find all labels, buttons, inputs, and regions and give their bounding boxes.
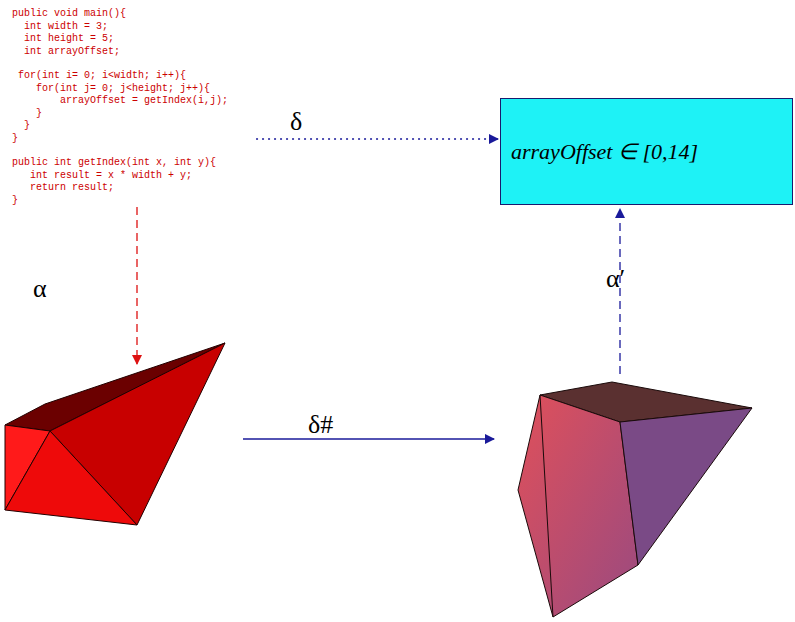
code-block: public void main(){ int width = 3; int h… [12, 8, 228, 207]
code-line: } [12, 108, 228, 121]
code-line: } [12, 195, 228, 208]
alpha-label: α [33, 276, 47, 302]
abstract-transfer-arrow [243, 438, 494, 439]
purple-polyhedron [518, 382, 752, 617]
code-line: int width = 3; [12, 21, 228, 34]
code-line: return result; [12, 182, 228, 195]
code-line: int result = x * width + y; [12, 170, 228, 183]
code-line: public int getIndex(int x, int y){ [12, 157, 228, 170]
abstract-transfer-label: δ# [308, 412, 333, 438]
red-polyhedron [5, 343, 225, 525]
concretize-label: α′ [606, 266, 625, 292]
code-line: arrayOffset = getIndex(i,j); [12, 95, 228, 108]
code-line: for(int j= 0; j<height; j++){ [12, 83, 228, 96]
edge-label: δ [288, 109, 304, 135]
code-line: int arrayOffset; [12, 46, 228, 59]
box-label: arrayOffset ∈ [0,14] [511, 139, 782, 165]
code-line: public void main(){ [12, 8, 228, 21]
result-box: arrayOffset ∈ [0,14] [500, 98, 793, 205]
code-line: for(int i= 0; i<width; i++){ [12, 70, 228, 83]
code-line: int height = 5; [12, 33, 228, 46]
code-line: } [12, 120, 228, 133]
code-line: } [12, 133, 228, 146]
dotted-arrow [256, 138, 498, 139]
alpha-arrow [136, 207, 137, 364]
